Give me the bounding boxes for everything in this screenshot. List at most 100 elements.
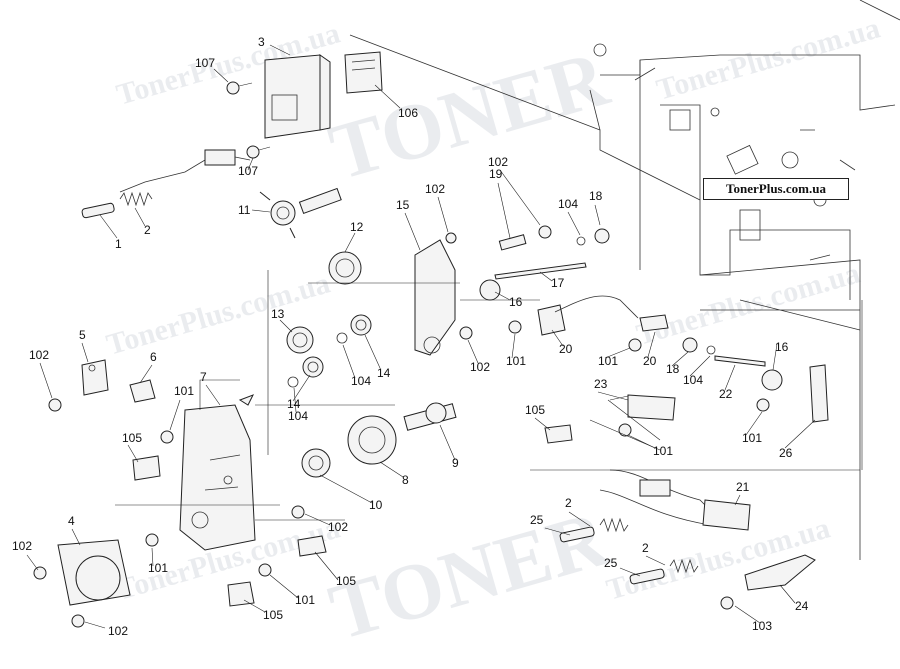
screw-102 <box>48 398 62 412</box>
screw-102 <box>459 326 473 340</box>
part-number-label: 102 <box>488 155 508 169</box>
part-number-label: 8 <box>402 473 409 487</box>
part-number-label: 102 <box>108 624 128 638</box>
gear-14 <box>302 356 324 378</box>
part-number-label: 19 <box>489 167 503 181</box>
part-number-label: 10 <box>369 498 383 512</box>
screw-103 <box>720 596 734 610</box>
screw-107 <box>226 81 253 95</box>
part-number-label: 18 <box>589 189 603 203</box>
part-number-label: 104 <box>288 409 308 423</box>
brand-box: TonerPlus.com.ua <box>703 178 849 200</box>
plate-7 <box>179 394 256 551</box>
clip-105 <box>544 424 573 444</box>
part-number-label: 101 <box>174 384 194 398</box>
part-number-label: 3 <box>258 35 265 49</box>
spring-2 <box>119 191 153 207</box>
gear-8 <box>347 415 397 465</box>
part-number-label: 102 <box>12 539 32 553</box>
part-number-label: 102 <box>470 360 490 374</box>
part-number-label: 9 <box>452 456 459 470</box>
screw-102 <box>538 225 552 239</box>
screw-102 <box>71 614 85 628</box>
screw-101 <box>618 423 632 437</box>
part-number-label: 25 <box>604 556 618 570</box>
shaft-22 <box>714 355 766 367</box>
connector-106 <box>344 51 383 94</box>
motor-4 <box>57 539 131 606</box>
part-number-label: 101 <box>148 561 168 575</box>
watermark-big: TONER <box>321 494 619 657</box>
part-number-label: 101 <box>653 444 673 458</box>
clip-105 <box>297 535 327 557</box>
part-number-label: 105 <box>525 403 545 417</box>
watermark-text: TonerPlus.com.ua <box>653 11 884 106</box>
part-number-label: 25 <box>530 513 544 527</box>
part-number-label: 22 <box>719 387 733 401</box>
part-number-label: 26 <box>779 446 793 460</box>
part-number-label: 21 <box>736 480 750 494</box>
bushing-18 <box>576 228 610 246</box>
clip-105 <box>132 455 161 481</box>
part-number-label: 107 <box>238 164 258 178</box>
screw-101 <box>145 533 159 547</box>
gear-10 <box>301 448 331 478</box>
part-number-label: 104 <box>351 374 371 388</box>
sensor-6 <box>129 379 156 403</box>
gear-12 <box>328 251 362 285</box>
shaft-17 <box>494 262 587 280</box>
part-number-label: 24 <box>795 599 809 613</box>
part-number-label: 101 <box>506 354 526 368</box>
part-number-label: 105 <box>336 574 356 588</box>
part-number-label: 11 <box>238 203 251 217</box>
part-number-label: 2 <box>565 496 572 510</box>
screw-101 <box>160 430 174 444</box>
lever-24 <box>744 554 816 591</box>
screw-107 <box>246 145 271 159</box>
part-number-label: 104 <box>683 373 703 387</box>
screw-1 <box>81 202 115 219</box>
gear-16 <box>479 279 501 301</box>
ring-104 <box>287 332 348 388</box>
part-number-label: 102 <box>425 182 445 196</box>
bracket-20 <box>537 295 669 336</box>
spring-2 <box>669 558 699 574</box>
shaft-19 <box>498 234 527 251</box>
part-number-label: 5 <box>79 328 86 342</box>
gear-16 <box>761 369 783 391</box>
part-number-label: 15 <box>396 198 410 212</box>
harness-21 <box>599 469 751 531</box>
bracket-3 <box>264 54 331 139</box>
part-number-label: 23 <box>594 377 608 391</box>
gear-11 <box>259 187 342 239</box>
part-number-label: 1 <box>115 237 122 251</box>
harness-sensor <box>119 149 251 193</box>
screw-101 <box>258 563 272 577</box>
spring-2 <box>599 517 629 533</box>
part-number-label: 14 <box>377 366 391 380</box>
part-number-label: 106 <box>398 106 418 120</box>
part-number-label: 17 <box>551 276 565 290</box>
clip-105 <box>227 581 255 607</box>
part-number-label: 18 <box>666 362 680 376</box>
plate-26 <box>809 364 829 423</box>
screw-102 <box>291 505 305 519</box>
part-number-label: 102 <box>29 348 49 362</box>
part-number-label: 105 <box>263 608 283 622</box>
part-number-label: 16 <box>509 295 523 309</box>
gear-13 <box>286 326 314 354</box>
bushing-18 <box>682 337 716 355</box>
part-number-label: 4 <box>68 514 75 528</box>
watermark-layer: TonerPlus.com.ua TonerPlus.com.ua TonerP… <box>103 11 884 657</box>
screw-25 <box>559 526 595 543</box>
screw-25 <box>629 568 665 585</box>
main-frame <box>349 0 900 560</box>
bracket-15 <box>414 232 457 356</box>
part-number-label: 105 <box>122 431 142 445</box>
part-number-label: 101 <box>598 354 618 368</box>
part-number-label: 102 <box>328 520 348 534</box>
part-number-label: 103 <box>752 619 772 633</box>
part-number-label: 13 <box>271 307 285 321</box>
